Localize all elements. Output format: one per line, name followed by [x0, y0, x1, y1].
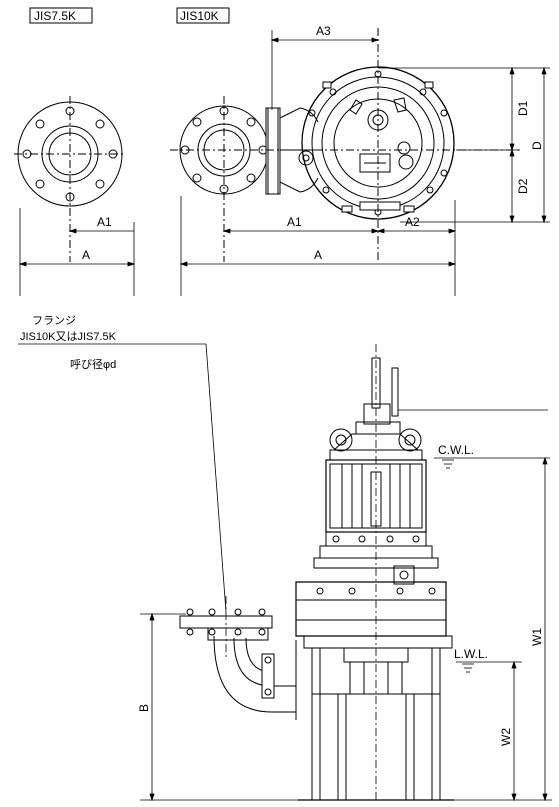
label-a1-right: A1 [287, 215, 302, 229]
side-dimensions [18, 343, 552, 802]
label-a2: A2 [405, 215, 420, 229]
flange-note-line1: フランジ [32, 315, 76, 327]
label-jis10: JIS10K [180, 9, 219, 23]
flange-note-line2: JIS10K又はJIS7.5K [20, 330, 117, 343]
label-a1-left: A1 [97, 215, 112, 229]
pump-plan-view [170, 7, 520, 262]
label-w2: W2 [499, 728, 513, 746]
label-b: B [137, 704, 151, 712]
label-jis75: JIS7.5K [34, 9, 76, 23]
flange-note-line3: 呼び径φd [70, 358, 116, 371]
label-lwl: L.W.L. [454, 647, 488, 661]
label-cwl: C.W.L. [438, 443, 474, 457]
plan-dimensions [18, 30, 550, 296]
label-d: D [530, 141, 544, 150]
pump-side-view [179, 344, 454, 802]
label-d1: D1 [516, 100, 530, 116]
label-a3: A3 [316, 24, 331, 38]
label-a-right: A [314, 248, 322, 262]
label-d2: D2 [516, 178, 530, 194]
label-a-left: A [82, 248, 90, 262]
flange-jis75-view [14, 7, 126, 262]
label-w1: W1 [530, 628, 544, 646]
